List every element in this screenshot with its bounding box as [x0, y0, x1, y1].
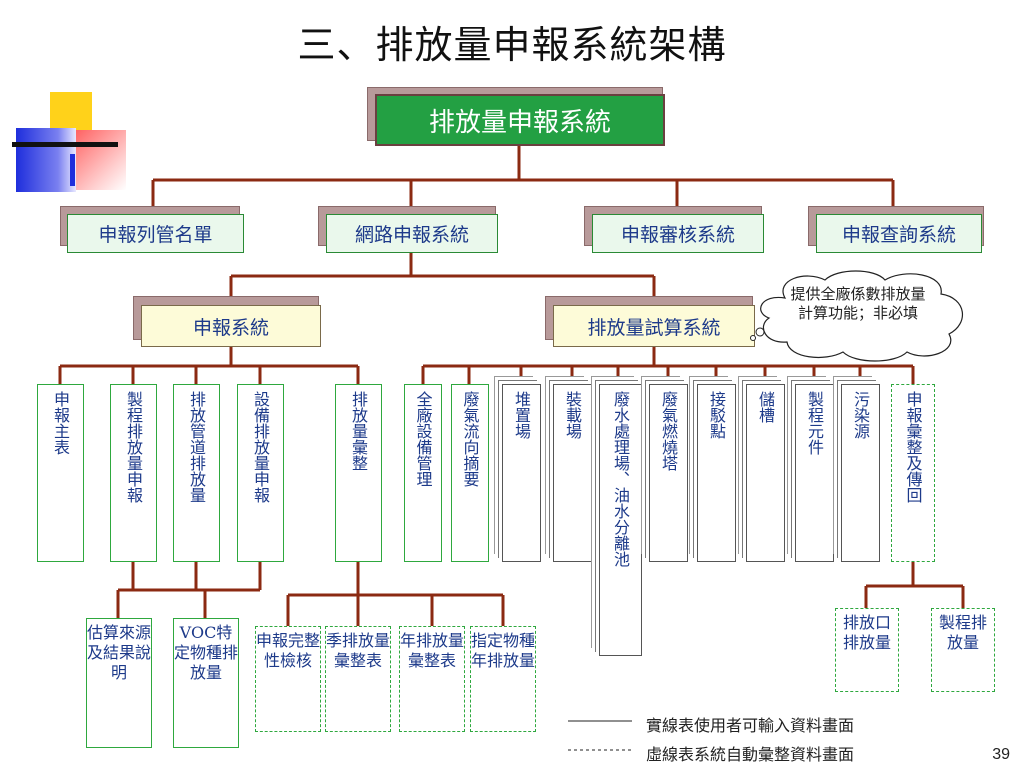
box-label: 申報完整性檢核 [256, 631, 321, 670]
box-label: 季排放量彙整表 [326, 631, 391, 670]
vbox-storage-pile[interactable]: 堆置場 [502, 384, 541, 562]
vbox-label: 污染源 [851, 391, 870, 439]
callout-text: 提供全廠係數排放量計算功能；非必填 [790, 285, 926, 322]
node-query[interactable]: 申報查詢系統 [816, 214, 982, 253]
page-number: 39 [992, 746, 1010, 763]
box-estimation-source[interactable]: 估算來源及結果說明 [86, 618, 152, 748]
vbox-transfer-point[interactable]: 接駁點 [697, 384, 736, 562]
box-species-annual[interactable]: 指定物種年排放量 [470, 626, 536, 732]
vbox-plant-equipment[interactable]: 全廠設備管理 [404, 384, 442, 562]
legend-dashed: 虛線表系統自動彙整資料畫面 [646, 745, 855, 764]
vbox-wastewater[interactable]: 廢水處理場、油水分離池 [599, 384, 642, 656]
vbox-label: 申報主表 [51, 391, 70, 455]
node-report-system[interactable]: 申報系統 [141, 305, 321, 347]
vbox-report-main[interactable]: 申報主表 [37, 384, 84, 562]
vbox-label: 接駁點 [707, 391, 726, 439]
vbox-label: 全廠設備管理 [413, 391, 433, 487]
box-outlet-emission[interactable]: 排放口排放量 [835, 608, 899, 692]
box-quarterly-summary[interactable]: 季排放量彙整表 [325, 626, 391, 732]
vbox-label: 廢水處理場、油水分離池 [611, 391, 630, 567]
node-calc-system[interactable]: 排放量試算系統 [553, 305, 755, 347]
vbox-label: 廢氣流向摘要 [460, 391, 480, 487]
box-label: 指定物種年排放量 [471, 631, 536, 670]
root-node[interactable]: 排放量申報系統 [375, 94, 665, 146]
slide-logo [12, 92, 126, 196]
box-label: 估算來源及結果說明 [87, 623, 152, 682]
box-label: 製程排放量 [938, 613, 987, 652]
vbox-storage-tank[interactable]: 儲槽 [746, 384, 785, 562]
vbox-label: 製程元件 [805, 391, 824, 455]
vbox-emission-summary[interactable]: 排放量彙整 [335, 384, 382, 562]
box-label: 排放口排放量 [842, 613, 891, 652]
vbox-label: 製程排放量申報 [124, 391, 143, 503]
vbox-label: 排放量彙整 [349, 391, 368, 471]
box-voc-species[interactable]: VOC特定物種排放量 [173, 618, 239, 748]
vbox-pollution-source[interactable]: 污染源 [841, 384, 880, 562]
vbox-waste-gas-flow[interactable]: 廢氣流向摘要 [451, 384, 489, 562]
node-review[interactable]: 申報審核系統 [592, 214, 764, 253]
vbox-label: 申報彙整及傳回 [903, 391, 923, 503]
vbox-label: 裝載場 [563, 391, 582, 439]
vbox-process-component[interactable]: 製程元件 [795, 384, 834, 562]
box-process-emission-return[interactable]: 製程排放量 [931, 608, 995, 692]
page-title: 三、排放量申報系統架構 [297, 23, 727, 67]
vbox-stack-emission[interactable]: 排放管道排放量 [173, 384, 220, 562]
vbox-label: 廢氣燃燒塔 [659, 391, 678, 471]
box-completeness-check[interactable]: 申報完整性檢核 [255, 626, 321, 732]
vbox-label: 堆置場 [512, 391, 531, 439]
box-label: VOC特定物種排放量 [174, 623, 239, 682]
vbox-label: 設備排放量申報 [251, 391, 270, 503]
vbox-equipment-emission[interactable]: 設備排放量申報 [237, 384, 284, 562]
vbox-summary-return[interactable]: 申報彙整及傳回 [891, 384, 935, 562]
vbox-loading-area[interactable]: 裝載場 [553, 384, 592, 562]
node-report-list[interactable]: 申報列管名單 [67, 214, 244, 253]
vbox-label: 儲槽 [756, 391, 775, 423]
vbox-process-emission[interactable]: 製程排放量申報 [110, 384, 157, 562]
box-label: 年排放量彙整表 [400, 631, 465, 670]
vbox-flare[interactable]: 廢氣燃燒塔 [649, 384, 688, 562]
legend-solid: 實線表使用者可輸入資料畫面 [646, 716, 855, 735]
callout-cloud [750, 270, 964, 362]
vbox-label: 排放管道排放量 [187, 391, 206, 503]
node-online-report[interactable]: 網路申報系統 [326, 214, 498, 253]
box-annual-summary[interactable]: 年排放量彙整表 [399, 626, 465, 732]
